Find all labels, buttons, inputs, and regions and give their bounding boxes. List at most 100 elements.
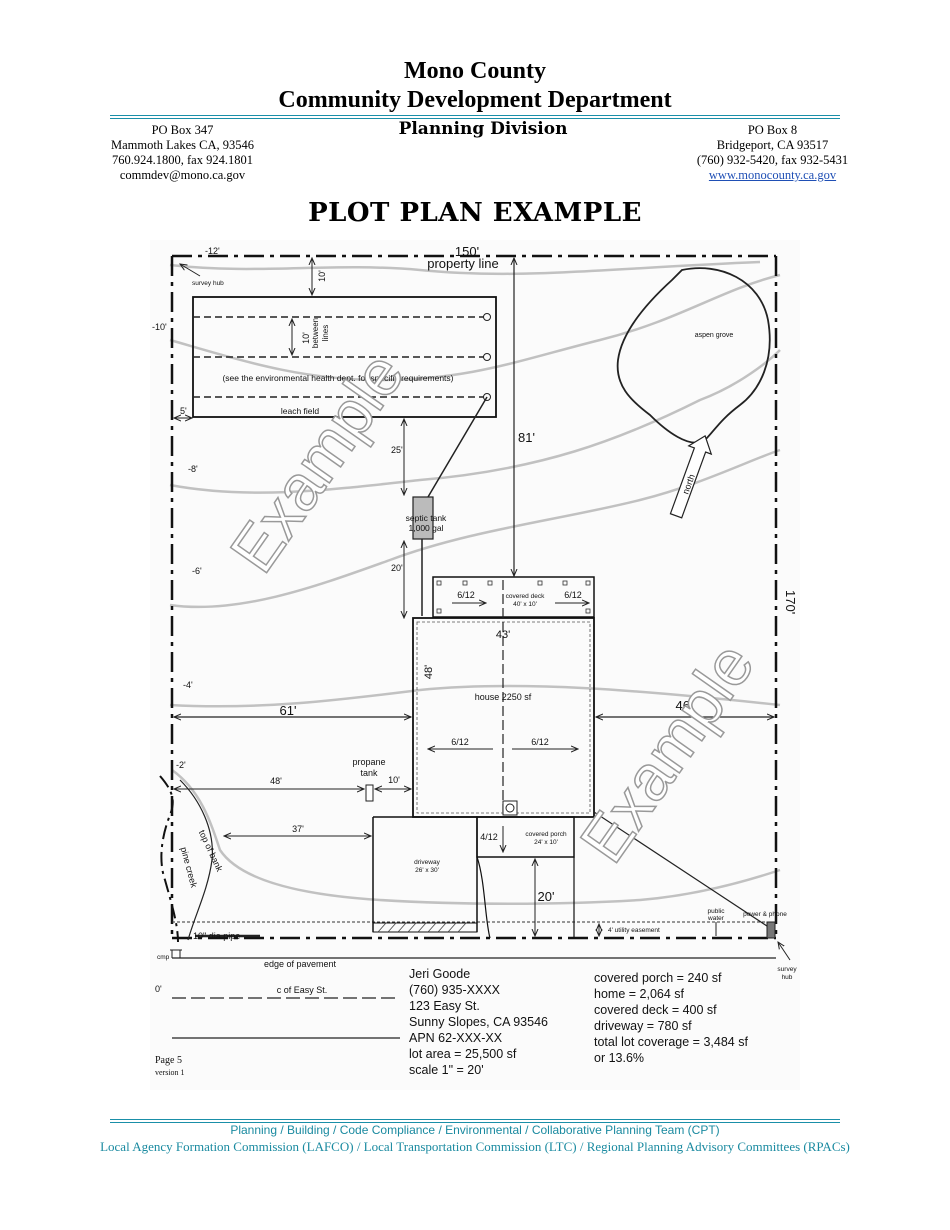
property-line [170,254,778,940]
covered-deck-label: 40' x 10' [513,601,537,608]
website-link[interactable]: www.monocounty.ca.gov [708,168,837,182]
coverage-line: covered porch = 240 sf [594,971,722,985]
zero-label: 0' [155,984,162,994]
centerline-label: c of Easy St. [277,985,328,995]
department-name: Community Development Department [278,87,672,113]
footer-commissions: Local Agency Formation Commission (LAFCO… [100,1139,850,1154]
roof-slope: 6/12 [564,590,582,600]
contour-line [169,448,781,609]
contour-line [169,349,781,494]
utility-easement-label: 4' utility easement [608,927,660,934]
public-water-label: public [708,908,726,915]
leach-field-label: leach field [281,406,320,416]
cmp-icon [170,949,182,958]
cmp-label: cmp [157,954,170,961]
house-label: house 2250 sf [475,692,532,702]
dim-48-vertical: 48' [423,665,435,679]
coverage-line: driveway = 780 sf [594,1019,692,1033]
right-address-line: PO Box 8 [747,123,798,137]
utility-service-line [593,811,771,929]
page-number: Page 5 [155,1055,182,1066]
dim-top-setback: 10' [317,270,327,282]
septic-label: septic tank [406,513,447,523]
contour-line [169,684,781,708]
between-label: lines [321,325,330,341]
dim-side-setback: 5' [180,406,187,416]
power-phone-label: power & phone [743,911,787,918]
edge-of-pavement-label: edge of pavement [264,959,337,969]
covered-deck-label: covered deck [506,593,545,600]
contour-label: -6' [192,566,202,576]
walkway [476,856,575,939]
contour-label: -10' [152,322,167,332]
deck-posts [436,580,591,614]
owner-info-line: Jeri Goode [409,967,470,981]
dim-37: 37' [292,824,304,834]
dim-depth-total: 170' [783,590,798,614]
contour-label: -2' [176,760,186,770]
survey-hub-label: survey [777,966,797,973]
leach-lines [193,316,484,398]
dim-46: 46' [676,698,693,713]
left-address-line: Mammoth Lakes CA, 93546 [110,138,255,152]
version-label: version 1 [155,1068,185,1077]
public-water-label: water [707,915,725,922]
plot-plan-drawing: aspen grove north survey hub -12' 150' p… [152,244,798,1077]
survey-hub-label: survey hub [192,280,224,287]
propane-label: tank [360,768,378,778]
contour-lines [169,260,781,905]
owner-info-line: 123 Easy St. [409,999,480,1013]
septic-tank [412,496,434,540]
coverage-line: total lot coverage = 3,484 sf [594,1035,748,1049]
contour-label: -4' [183,680,193,690]
left-address-line: PO Box 347 [151,123,214,137]
owner-info-line: lot area = 25,500 sf [409,1047,517,1061]
dim-48-horizontal: 48' [270,776,282,786]
aspen-grove-label: aspen grove [695,332,734,339]
contour-line [169,260,761,276]
dim-20: 20' [391,563,403,573]
left-address-line: 760.924.1800, fax 924.1801 [112,153,253,167]
survey-hub-label: hub [782,974,793,981]
dim-propane-10: 10' [388,775,400,785]
driveway-culvert [372,922,478,933]
owner-info-line: Sunny Slopes, CA 93546 [409,1015,548,1029]
dim-top-offset: -12' [205,246,220,256]
owner-info-line: (760) 935-XXXX [409,983,501,997]
dim-20-porch: 20' [538,889,555,904]
contour-line [171,768,781,905]
contour-label: -8' [188,464,198,474]
dim-81: 81' [518,430,535,445]
page-title: PLOT PLAN EXAMPLE [308,198,642,228]
covered-porch-label: covered porch [525,831,567,838]
between-label: between [311,318,320,348]
chimney-flue [505,803,515,813]
septic-label: 1,000 gal [409,523,444,533]
roof-slope: 6/12 [531,737,549,747]
chimney [502,800,518,816]
dim-25: 25' [391,445,403,455]
utility-pedestal [766,921,776,939]
survey-hub-arrow [180,264,201,277]
coverage-line: or 13.6% [594,1051,644,1065]
owner-info-line: APN 62-XXX-XX [409,1031,503,1045]
leach-pipe-caps [483,313,491,401]
survey-hub-arrow [778,942,791,961]
covered-porch-label: 24' x 10' [534,839,558,846]
org-name: Mono County [403,58,547,84]
top-of-bank-line [179,779,213,941]
owner-info-line: scale 1" = 20' [409,1063,484,1077]
owner-info-block: Jeri Goode (760) 935-XXXX 123 Easy St. S… [409,967,548,1077]
property-line-label: property line [427,256,499,271]
header-rule-top [110,115,840,116]
division-name: Planning Division [398,119,568,139]
footer-programs: Planning / Building / Code Compliance / … [230,1123,720,1137]
leach-note: (see the environmental health dept. for … [222,373,453,383]
driveway-label: 26' x 30' [415,867,439,874]
driveway-label: driveway [414,859,440,866]
propane-tank [365,784,374,802]
pine-creek-line [159,775,179,943]
header-rule-bottom [110,118,840,119]
dim-43: 43' [496,629,510,641]
right-address-line: (760) 932-5420, fax 932-5431 [696,153,849,167]
